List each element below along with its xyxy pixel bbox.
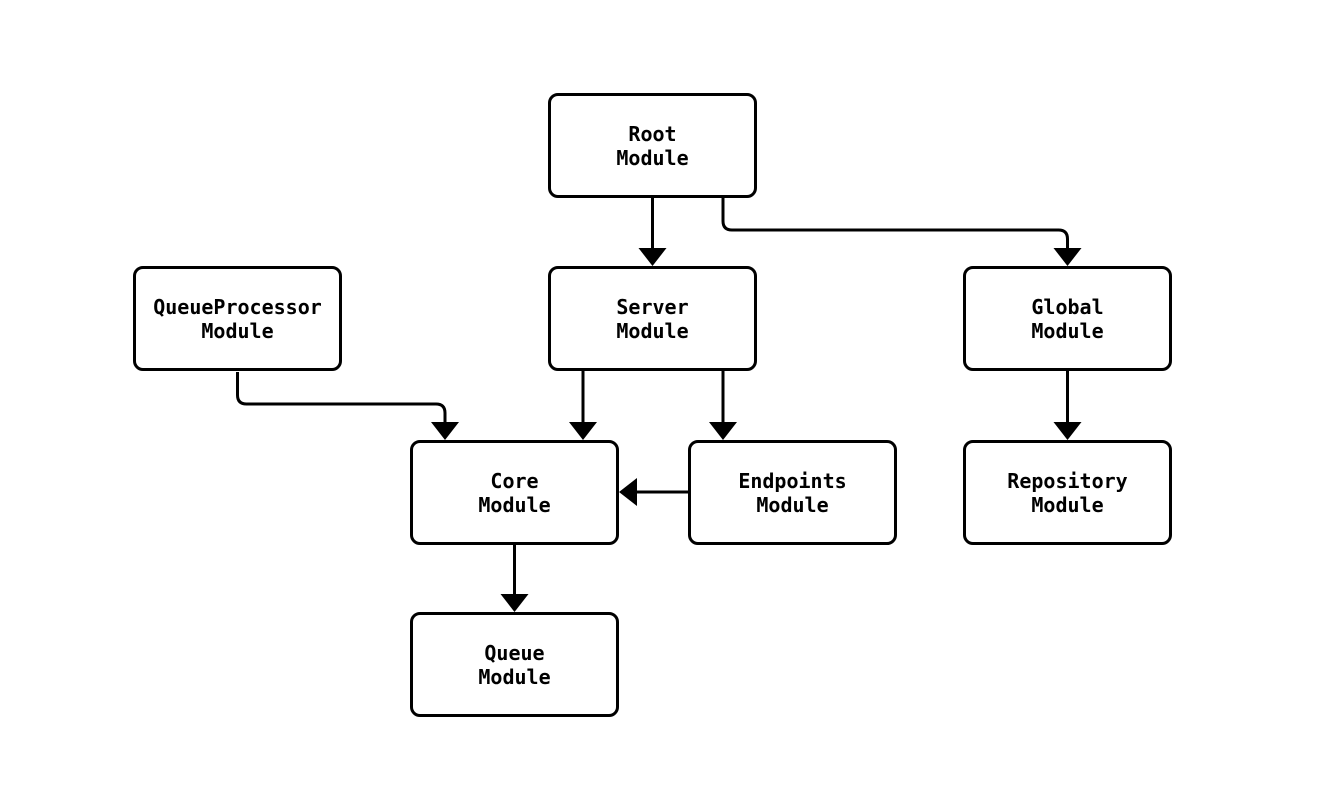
edge-queueprocessor-to-core [236,372,447,424]
node-global-module: Global Module [963,266,1172,371]
arrowhead-into-queue [500,594,529,612]
node-core-module: Core Module [410,440,619,545]
node-label-line: QueueProcessor [153,294,322,319]
node-label-line: Repository [1007,468,1128,493]
node-label-line: Module [201,318,274,343]
arrowhead-into-server [638,248,667,266]
arrowhead-into-core-from-queueprocessor [431,422,459,440]
node-label-line: Server [616,294,689,319]
node-label-line: Module [1031,318,1104,343]
node-label-line: Root [628,121,677,146]
node-label-line: Core [490,468,539,493]
node-label-line: Queue [484,640,545,665]
node-label-line: Module [478,664,551,689]
arrowhead-into-endpoints [709,422,737,440]
arrowhead-into-core-from-endpoints [619,478,637,506]
arrowhead-into-core-from-server [569,422,597,440]
node-label-line: Module [616,318,689,343]
node-label-line: Endpoints [738,468,847,493]
node-label-line: Module [756,492,829,517]
node-queue-module: Queue Module [410,612,619,717]
node-queueprocessor-module: QueueProcessor Module [133,266,342,371]
arrowhead-into-repository [1053,422,1082,440]
node-label-line: Global [1031,294,1104,319]
node-repository-module: Repository Module [963,440,1172,545]
arrowhead-into-global [1053,248,1082,266]
node-label-line: Module [616,145,689,170]
node-label-line: Module [478,492,551,517]
node-server-module: Server Module [548,266,757,371]
node-endpoints-module: Endpoints Module [688,440,897,545]
node-root-module: Root Module [548,93,757,198]
edge-root-to-global [721,198,1069,250]
node-label-line: Module [1031,492,1104,517]
